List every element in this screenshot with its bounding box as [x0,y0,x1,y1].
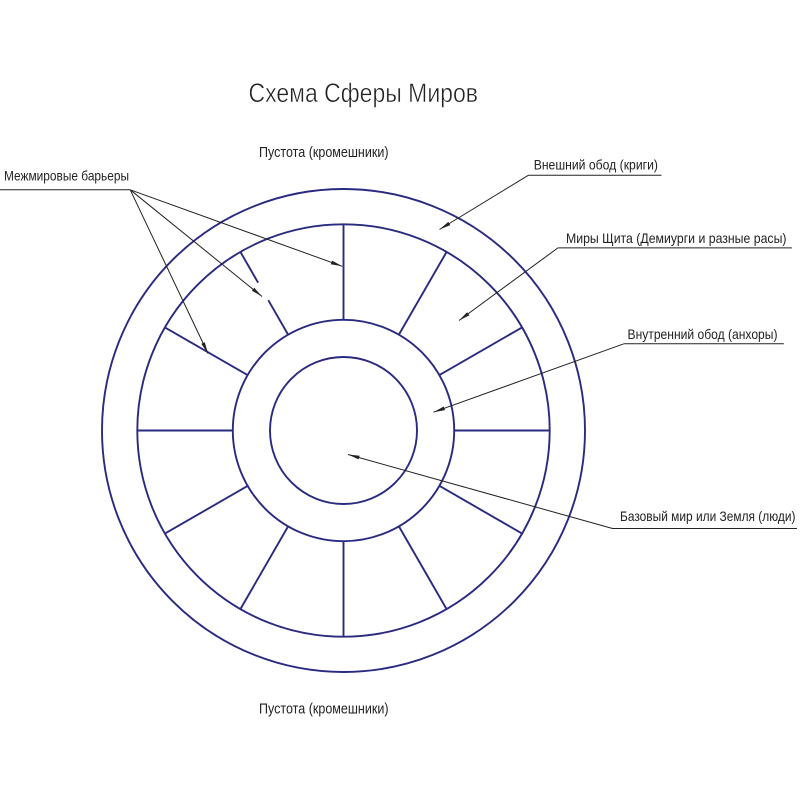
svg-text:Пустота (кромешники): Пустота (кромешники) [259,700,389,717]
svg-text:Схема Сферы Миров: Схема Сферы Миров [249,78,479,108]
svg-text:Внутренний обод (анхоры): Внутренний обод (анхоры) [628,326,778,342]
svg-text:Миры Щита (Демиурги и разные р: Миры Щита (Демиурги и разные расы) [566,230,787,246]
svg-text:Межмировые барьеры: Межмировые барьеры [4,168,129,183]
svg-text:Базовый мир или Земля (люди): Базовый мир или Земля (люди) [620,508,796,524]
svg-text:Внешний обод (криги): Внешний обод (криги) [534,157,658,173]
svg-text:Пустота (кромешники): Пустота (кромешники) [259,144,389,161]
